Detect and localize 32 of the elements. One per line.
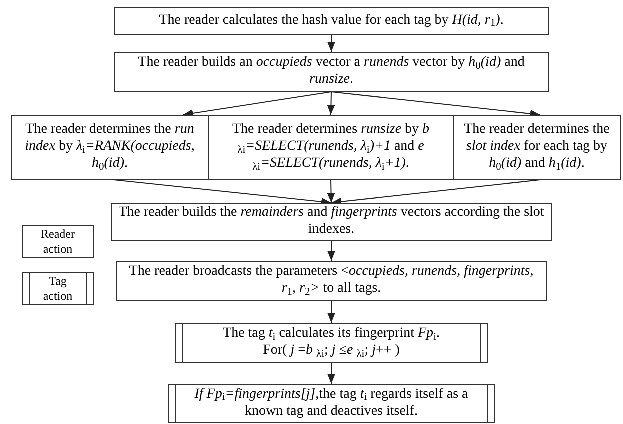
reader-action-box xyxy=(11,115,209,180)
step-text: The tag t$_{i}$ calculates its fingerprint Fp$_{i}$. xyxy=(223,326,440,343)
arrow xyxy=(113,180,332,206)
arrow xyxy=(327,92,336,116)
reader-action-box xyxy=(116,261,547,301)
step-text: The reader calculates the hash value for each tag by H(id, r$_{1}$). xyxy=(159,12,504,30)
arrow xyxy=(327,180,336,204)
step-text: The reader determines runsize by b $_{λi}$=SELECT(runends, λ$_{i}$)+1 and e $_{λi}$=SELECT(runends, λ$_{i}$+1). xyxy=(231,122,431,173)
arrow xyxy=(182,92,332,118)
step-text: The reader builds the remainders and fingerprints vectors according the slot indexes. xyxy=(118,205,546,239)
step-text: The reader builds an occupieds vector a runends vector by h$_{0}$(id) and runsize. xyxy=(137,55,526,89)
arrow xyxy=(328,300,336,324)
reader-action-box xyxy=(453,115,621,180)
tag-action-box xyxy=(22,272,94,305)
step-text: Reader action xyxy=(40,227,76,256)
arrow xyxy=(331,180,541,206)
arrow xyxy=(328,34,336,52)
reader-action-box xyxy=(114,7,549,35)
tag-action-box xyxy=(168,384,495,423)
step-text: If Fp$_{i}$=fingerprints[j],the tag t$_{i}$ regards itself as a known tag and deactives itself. xyxy=(194,386,470,420)
step-text: The reader determines the slot index for each tag by h$_{0}$(id) and h$_{1}$(id). xyxy=(463,122,611,173)
step-text: The reader broadcasts the parameters <occupieds, runends, fingerprints, r$_{1}$, r$_{2}$> to all tags. xyxy=(128,264,535,298)
arrow xyxy=(328,362,336,384)
reader-action-box xyxy=(208,115,454,180)
arrow xyxy=(328,240,336,262)
step-text: For( j =b $_{λi}$; j ≤e $_{λi}$; j++ ) xyxy=(263,343,400,360)
tag-action-box xyxy=(175,323,488,363)
arrow xyxy=(331,92,541,118)
reader-action-box xyxy=(114,52,549,92)
reader-action-box xyxy=(22,225,94,258)
step-text: The reader determines the run index by λ$_{i}$=RANK(occupieds, h$_{0}$(id). xyxy=(24,122,196,173)
step-text: Tag action xyxy=(42,274,74,303)
